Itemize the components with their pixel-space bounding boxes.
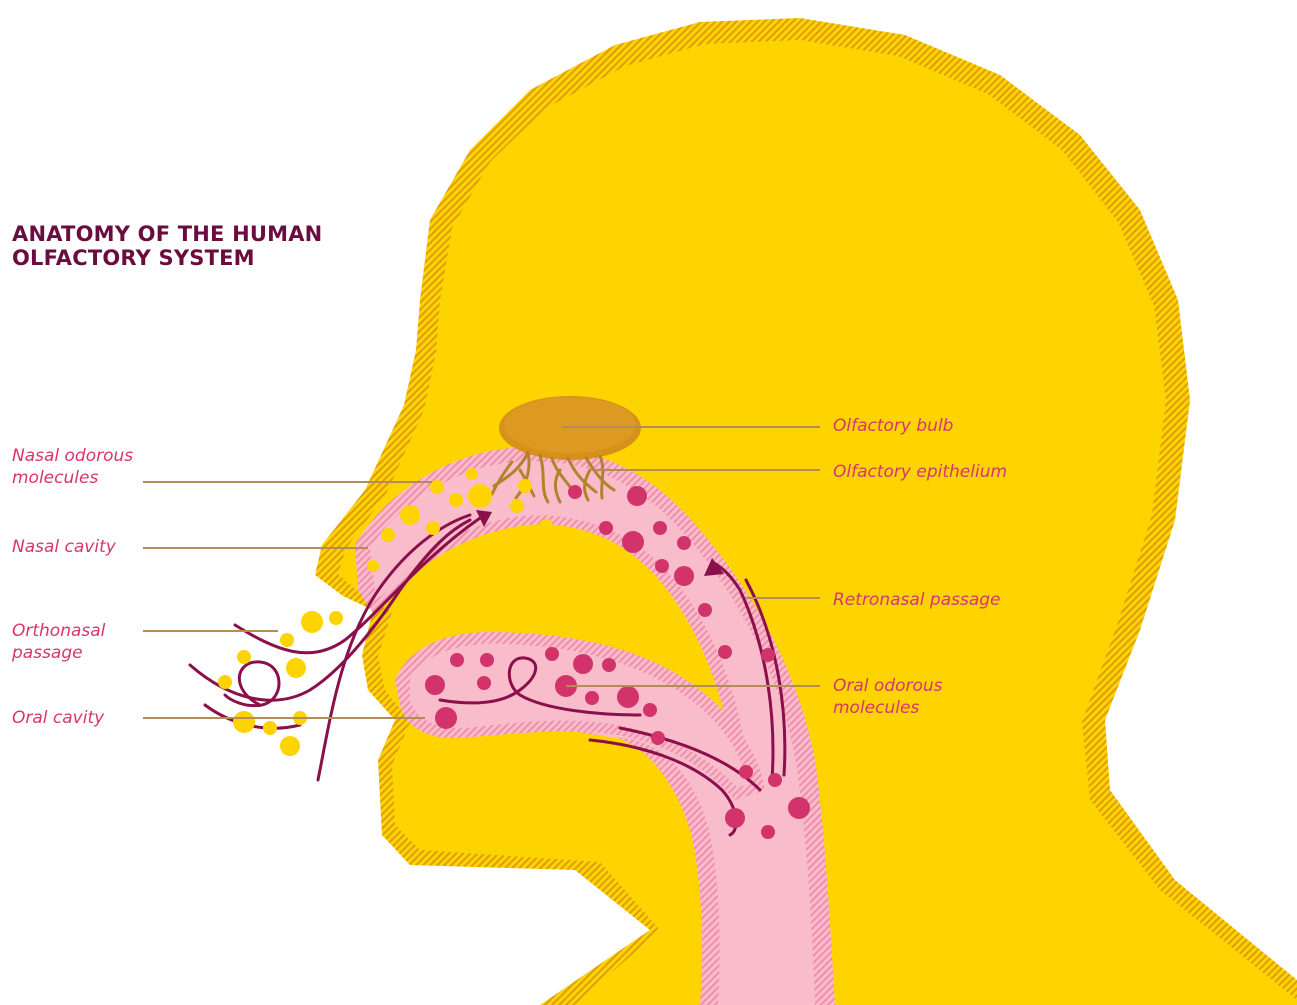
olfactory-bulb-highlight: [504, 397, 636, 453]
diagram-title: ANATOMY OF THE HUMAN OLFACTORY SYSTEM: [12, 222, 322, 270]
label-oral-cavity: Oral cavity: [12, 707, 104, 729]
label-olfactory-bulb: Olfactory bulb: [833, 415, 953, 437]
label-nasal-odorous-molecules: Nasal odorous molecules: [12, 445, 133, 489]
label-oral-odorous-molecules: Oral odorous molecules: [833, 675, 943, 719]
label-oral-odorous-molecules-line-2: molecules: [833, 697, 943, 719]
label-retronasal-passage: Retronasal passage: [833, 589, 1001, 611]
label-orthonasal-passage-line-2: passage: [12, 642, 105, 664]
label-orthonasal-passage: Orthonasal passage: [12, 620, 105, 664]
title-line-2: OLFACTORY SYSTEM: [12, 246, 322, 270]
label-nasal-cavity: Nasal cavity: [12, 536, 116, 558]
label-orthonasal-passage-line-1: Orthonasal: [12, 620, 105, 642]
title-line-1: ANATOMY OF THE HUMAN: [12, 222, 322, 246]
label-olfactory-epithelium: Olfactory epithelium: [833, 461, 1007, 483]
label-nasal-odorous-molecules-line-2: molecules: [12, 467, 133, 489]
label-nasal-odorous-molecules-line-1: Nasal odorous: [12, 445, 133, 467]
label-oral-odorous-molecules-line-1: Oral odorous: [833, 675, 943, 697]
